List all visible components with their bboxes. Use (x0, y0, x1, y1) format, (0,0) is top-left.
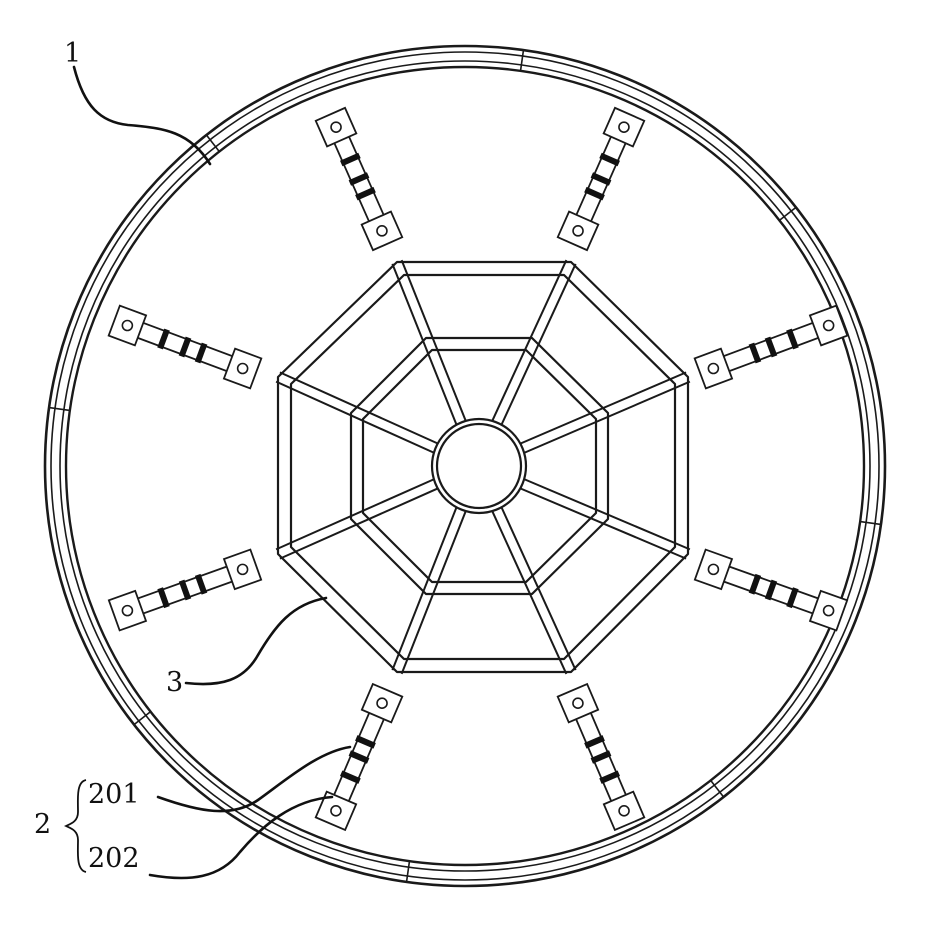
frame-spoke (392, 508, 456, 671)
ring-joint-tick (49, 408, 70, 411)
fitting-pin (824, 606, 834, 616)
frame-spoke (280, 372, 438, 443)
fitting-pin (708, 564, 718, 574)
frame-spoke (502, 508, 576, 671)
fitting-pin (122, 320, 132, 330)
fitting-pin (331, 122, 341, 132)
fitting-pin (377, 226, 387, 236)
support-strut (695, 550, 847, 631)
fitting-pin (377, 698, 387, 708)
frame-spokes (276, 260, 690, 674)
ring-joint-tick (860, 522, 881, 525)
fitting-pin (573, 226, 583, 236)
frame-spoke (521, 372, 687, 443)
frame-spoke (402, 511, 466, 674)
label-support-assembly: 2 (34, 809, 51, 840)
support-strut (558, 108, 644, 250)
fitting-pin (122, 606, 132, 616)
frame-spoke (402, 260, 466, 421)
radial-supports (109, 108, 848, 830)
label-center-frame: 3 (166, 667, 183, 698)
frame-spoke (492, 260, 566, 421)
frame-spoke (276, 382, 434, 453)
fitting-pin (824, 320, 834, 330)
brace (66, 780, 86, 872)
frame-spoke (492, 511, 566, 674)
leader-line-3 (186, 598, 326, 684)
fitting-pin (619, 806, 629, 816)
support-strut (695, 306, 848, 389)
center-frame (276, 260, 690, 674)
frame-spoke (392, 264, 456, 425)
label-outer-ring: 1 (64, 38, 81, 69)
frame-spoke (276, 479, 434, 549)
support-strut (109, 306, 262, 389)
ring-segment-joints (49, 50, 881, 882)
fitting-pin (331, 806, 341, 816)
frame-spoke (502, 264, 576, 425)
support-strut (558, 684, 645, 830)
frame-spoke (280, 489, 438, 559)
frame-spoke (521, 488, 687, 558)
ring-joint-tick (521, 50, 524, 71)
fitting-pin (619, 122, 629, 132)
fitting-pin (573, 698, 583, 708)
label-base: 202 (88, 843, 140, 874)
label-strut: 201 (88, 779, 140, 810)
support-strut (316, 684, 403, 830)
outer-ring (45, 46, 885, 886)
ring-joint-tick (407, 861, 410, 882)
support-strut (316, 108, 402, 250)
fitting-pin (708, 364, 718, 374)
fitting-pin (238, 564, 248, 574)
fitting-pin (238, 364, 248, 374)
support-strut (109, 550, 261, 631)
